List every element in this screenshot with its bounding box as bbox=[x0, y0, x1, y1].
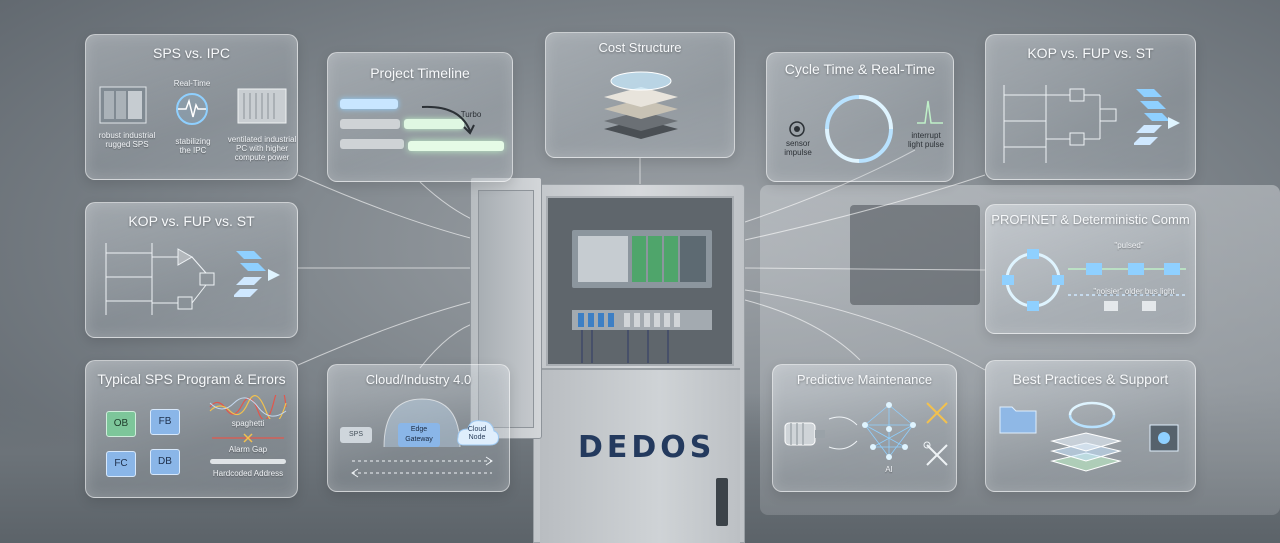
flow-arrows-icon bbox=[828, 416, 858, 450]
panel-kop-fup-st-left[interactable]: KOP vs. FUP vs. ST bbox=[85, 202, 298, 338]
sensor-caption: sensor impulse bbox=[784, 139, 812, 158]
support-device-icon bbox=[1149, 424, 1179, 452]
hardcoded-bar bbox=[210, 459, 286, 464]
bus-lines-icon bbox=[1068, 263, 1186, 311]
arrow-icon bbox=[421, 105, 475, 135]
timeline-bar bbox=[340, 99, 398, 109]
cabinet-lower-door bbox=[540, 368, 740, 543]
ladder-diagram-icon bbox=[105, 243, 215, 315]
panel-cloud[interactable]: Cloud/Industry 4.0 SPS Edge Gateway Clou… bbox=[327, 364, 510, 492]
panel-cost-structure[interactable]: Cost Structure bbox=[545, 32, 735, 158]
neural-network-icon bbox=[862, 402, 916, 460]
ipc-device-icon bbox=[237, 88, 287, 124]
layers-stack-icon bbox=[604, 71, 678, 139]
network-ring-icon bbox=[1002, 249, 1064, 311]
timeline-bar bbox=[408, 141, 504, 151]
timeline-bar bbox=[340, 119, 400, 129]
timeline-bar bbox=[340, 139, 404, 149]
turbo-label: Turbo bbox=[460, 110, 482, 119]
chevron-arrows-icon bbox=[234, 251, 280, 297]
panel-title: Best Practices & Support bbox=[1012, 371, 1169, 387]
sensor-icon bbox=[789, 121, 805, 137]
edge-gateway-node: Edge Gateway bbox=[398, 423, 440, 447]
cloud-icon bbox=[457, 420, 499, 446]
panel-title: KOP vs. FUP vs. ST bbox=[128, 213, 255, 229]
panel-title: Cost Structure bbox=[598, 40, 682, 55]
brand-logo: DEDOS bbox=[578, 430, 716, 465]
timeline-bar bbox=[404, 119, 464, 129]
block-fb: FB bbox=[150, 409, 180, 435]
alarm-gap-icon bbox=[212, 433, 284, 443]
panel-title: Predictive Maintenance bbox=[796, 372, 933, 387]
tools-icon bbox=[923, 402, 948, 466]
panel-profinet[interactable]: PROFINET & Deterministic Comm "pulsed" "… bbox=[985, 204, 1196, 334]
cloud-node-label: Cloud Node bbox=[467, 426, 487, 442]
data-flow-lines-icon bbox=[351, 456, 493, 478]
ipc-caption: ventilated industrial PC with higher com… bbox=[227, 135, 297, 163]
panel-best-practices[interactable]: Best Practices & Support bbox=[985, 360, 1196, 492]
machine-window bbox=[850, 205, 980, 305]
panel-cycle-time[interactable]: Cycle Time & Real-Time sensor impulse in… bbox=[766, 52, 954, 182]
panel-typical-sps[interactable]: Typical SPS Program & Errors OB FB FC DB… bbox=[85, 360, 298, 498]
spaghetti-icon bbox=[209, 395, 287, 419]
sps-node: SPS bbox=[340, 427, 372, 443]
ladder-diagram-icon bbox=[1003, 85, 1117, 163]
alarm-gap-label: Alarm Gap bbox=[228, 445, 268, 454]
folder-icon bbox=[999, 406, 1037, 434]
motor-icon bbox=[784, 422, 825, 446]
panel-title: Typical SPS Program & Errors bbox=[97, 371, 286, 387]
panel-title: KOP vs. FUP vs. ST bbox=[1027, 45, 1154, 61]
sps-device-icon bbox=[99, 86, 147, 124]
ipc-mid-caption: stabilizing the IPC bbox=[175, 137, 211, 156]
panel-kop-fup-st-top[interactable]: KOP vs. FUP vs. ST bbox=[985, 34, 1196, 180]
layered-sheets-icon bbox=[1050, 432, 1122, 472]
hardcoded-label: Hardcoded Address bbox=[212, 469, 284, 478]
panel-title: Project Timeline bbox=[370, 65, 470, 81]
block-ob: OB bbox=[106, 411, 136, 437]
pulse-icon bbox=[176, 93, 208, 125]
background-machine bbox=[760, 185, 1280, 515]
door-panel bbox=[478, 190, 534, 428]
panel-project-timeline[interactable]: Project Timeline Turbo bbox=[327, 52, 513, 182]
interrupt-caption: interrupt light pulse bbox=[907, 131, 945, 150]
realtime-label: Real-Time bbox=[173, 79, 211, 88]
panel-sps-vs-ipc[interactable]: SPS vs. IPC Real-Time robust industrial … bbox=[85, 34, 298, 180]
panel-title: Cycle Time & Real-Time bbox=[784, 61, 936, 77]
noisier-label: "noisier" older bus light bbox=[1093, 287, 1175, 296]
ai-label: AI bbox=[885, 465, 893, 474]
chevron-arrows-icon bbox=[1134, 89, 1180, 145]
pulsed-label: "pulsed" bbox=[1114, 241, 1144, 250]
block-fc: FC bbox=[106, 451, 136, 477]
spaghetti-label: spaghetti bbox=[231, 419, 265, 428]
interrupt-pulse-icon bbox=[917, 100, 943, 124]
cabinet-handle[interactable] bbox=[716, 478, 728, 526]
panel-title: Cloud/Industry 4.0 bbox=[365, 372, 472, 387]
cabinet-interior bbox=[546, 196, 734, 366]
cycle-arrows-icon bbox=[825, 95, 893, 163]
block-db: DB bbox=[150, 449, 180, 475]
panel-predictive-maintenance[interactable]: Predictive Maintenance AI bbox=[772, 364, 957, 492]
sync-arrows-icon bbox=[1068, 401, 1116, 429]
panel-title: SPS vs. IPC bbox=[152, 45, 231, 61]
sps-caption: robust industrial rugged SPS bbox=[98, 131, 156, 150]
panel-title: PROFINET & Deterministic Comm bbox=[991, 212, 1190, 227]
